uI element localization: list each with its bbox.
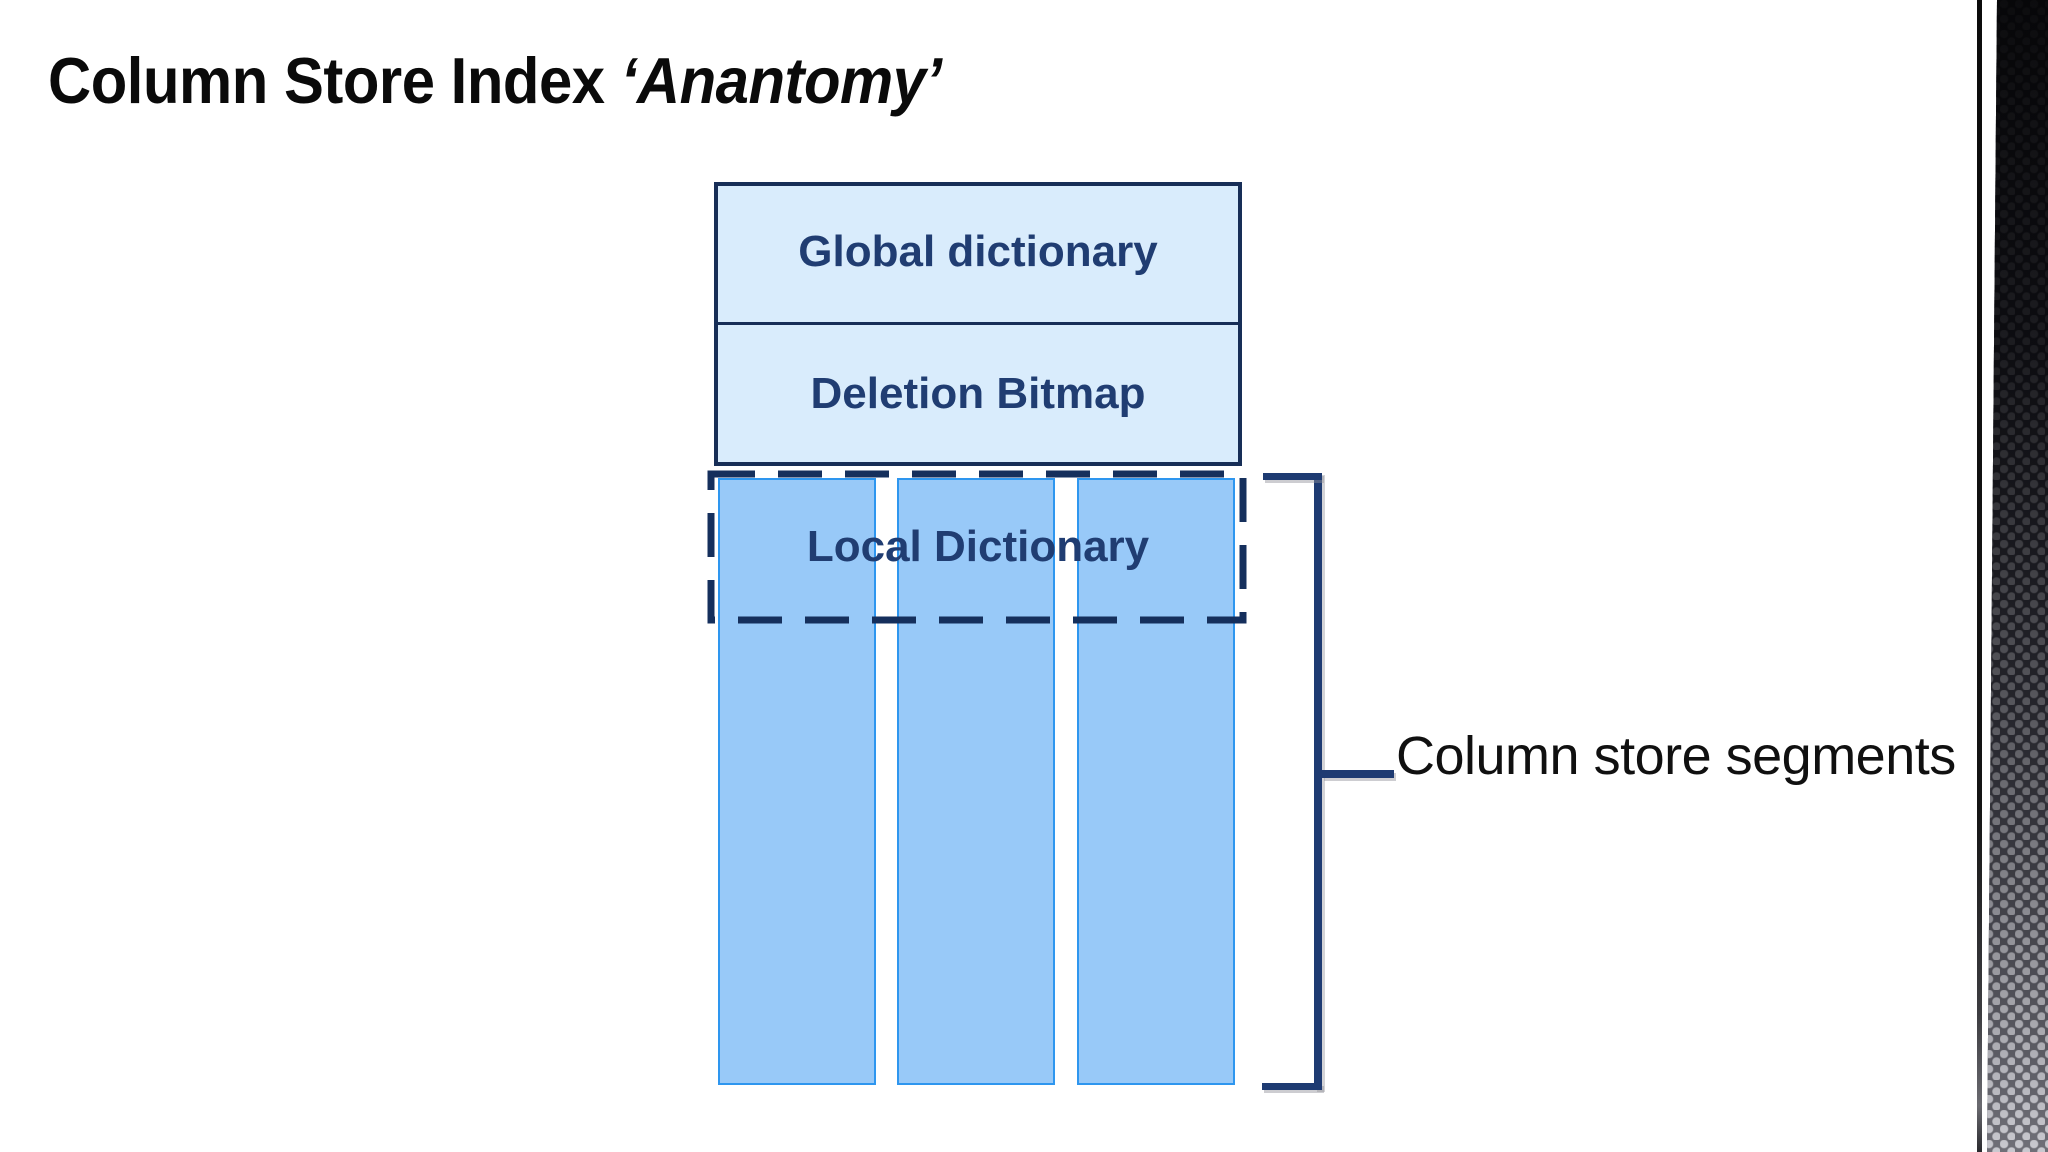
dictionary-bitmap-stack (714, 182, 1242, 466)
right-edge-separator-line (1977, 0, 1982, 1152)
bracket-vertical-line (1314, 473, 1322, 1090)
column-store-segments-label: Column store segments (1396, 726, 1956, 786)
local-dictionary-dashed-box (707, 470, 1247, 624)
bracket-bottom-tick (1262, 1083, 1322, 1090)
bracket-middle-tick (1322, 770, 1394, 778)
right-edge-texture-strip (1987, 0, 2048, 1152)
local-dictionary-box-label: Local Dictionary (806, 522, 1150, 571)
slide-title: Column Store Index ‘Anantomy’ (48, 48, 942, 113)
stack-divider-line (718, 322, 1238, 325)
global-dictionary-box-label: Global dictionary (798, 226, 1158, 276)
slide-title-emphasis: ‘Anantomy’ (620, 44, 942, 117)
slide-title-text: Column Store Index (48, 44, 621, 117)
column-segment-3 (1077, 478, 1235, 1085)
bracket-top-tick (1263, 473, 1322, 480)
deletion-bitmap-box-label: Deletion Bitmap (810, 368, 1146, 418)
column-segment-2 (897, 478, 1055, 1085)
column-segment-1 (718, 478, 876, 1085)
